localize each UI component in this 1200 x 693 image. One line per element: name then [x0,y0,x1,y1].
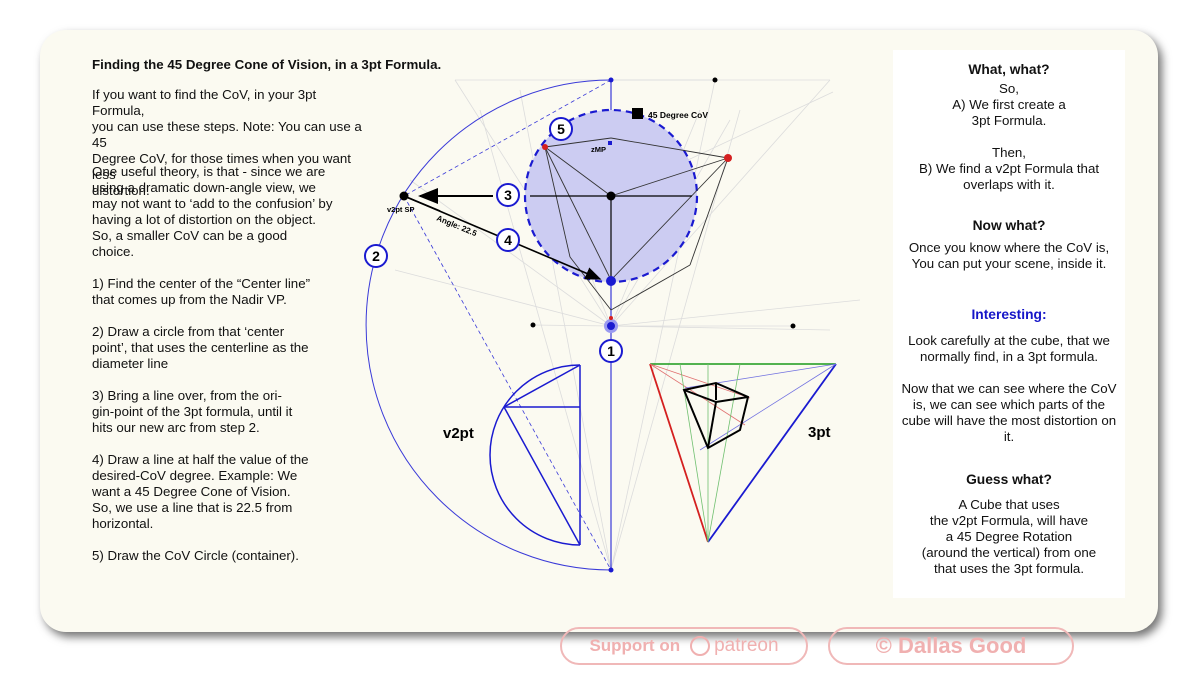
threept-lines [544,137,729,311]
right-panel [893,50,1125,598]
patreon-wordmark: patreon [714,635,779,656]
svg-text:2: 2 [372,248,380,264]
step-badge-3: 3 [496,183,520,207]
page-title: Finding the 45 Degree Cone of Vision, in… [92,57,442,72]
copyright-label: © Dallas Good [875,633,1027,658]
step-5-text: 5) Draw the CoV Circle (container). [92,548,299,563]
step2-arc [365,79,612,571]
sp-point [399,191,409,201]
patreon-icon [690,636,711,656]
right-heading-interesting: Interesting: [971,307,1047,322]
copyright-badge: © Dallas Good [828,627,1074,665]
theory-paragraph: One useful theory, is that - since we ar… [92,164,333,259]
svg-text:5: 5 [557,121,565,137]
v2pt-diagram [489,364,581,546]
right-heading-now: Now what? [972,218,1046,233]
threept-label: 3pt [808,424,831,441]
intro-paragraph: If you want to find the CoV, in your 3pt… [92,87,362,198]
angle-label: Angle: 22.5 [435,214,478,239]
cov-label: 45 Degree CoV [648,110,708,120]
v2pt-label: v2pt [443,425,474,442]
step-badge-1: 1 [599,339,623,363]
support-patreon-button[interactable]: Support on patreon [560,627,808,665]
right-para-scene: Once you know where the CoV is,You can p… [908,240,1110,271]
step-badge-5: 5 [549,117,573,141]
svg-text:4: 4 [504,232,512,248]
step-3-text: 3) Bring a line over, from the ori-gin-p… [92,388,293,435]
threept-diagram [649,363,837,543]
step-1-text: 1) Find the center of the “Center line”t… [92,276,311,307]
right-heading-what: What, what? [968,62,1050,77]
step-badge-4: 4 [496,228,520,252]
right-heading-guess: Guess what? [966,472,1052,487]
zmp-label: zMP [591,145,606,154]
step-badge-2: 2 [364,244,388,268]
svg-text:3: 3 [504,187,512,203]
sp-label: v2pt SP [387,205,415,214]
svg-text:1: 1 [607,343,615,359]
support-label: Support on [589,636,681,655]
